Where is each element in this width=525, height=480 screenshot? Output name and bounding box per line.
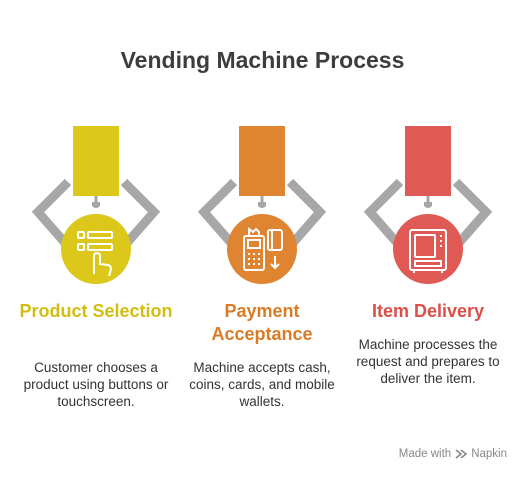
claw-graphic xyxy=(197,126,327,284)
claw-right-arm xyxy=(452,178,493,247)
step-description: Customer chooses a product using buttons… xyxy=(23,360,169,409)
page-title: Vending Machine Process xyxy=(120,47,405,73)
payment-terminal-icon xyxy=(243,227,283,271)
claw-right-arm xyxy=(120,178,161,247)
step-description: Machine processes the request and prepar… xyxy=(356,337,500,386)
claw-graphic xyxy=(31,126,161,284)
claw-graphic xyxy=(363,126,493,284)
footer-brand: Napkin xyxy=(471,448,507,460)
step-title: Item Delivery xyxy=(371,301,485,321)
claw-left-arm xyxy=(197,178,238,247)
claw-left-arm xyxy=(363,178,404,247)
claw-right-arm xyxy=(286,178,327,247)
step-description: Machine accepts cash, coins, cards, and … xyxy=(189,360,335,409)
step-title: Payment Acceptance xyxy=(211,301,313,344)
step-bar xyxy=(239,126,285,196)
footer-text: Made with xyxy=(398,448,452,460)
touch-menu-icon xyxy=(77,231,113,277)
step-title: Product Selection xyxy=(19,301,173,321)
step-bar xyxy=(405,126,451,196)
step-circle xyxy=(393,214,463,284)
claw-left-arm xyxy=(31,178,72,247)
vending-machine-icon xyxy=(409,229,447,273)
step-circle xyxy=(227,214,297,284)
made-with-napkin[interactable]: Made with Napkin xyxy=(399,448,507,460)
napkin-logo-icon xyxy=(455,449,468,459)
step-bar xyxy=(73,126,119,196)
